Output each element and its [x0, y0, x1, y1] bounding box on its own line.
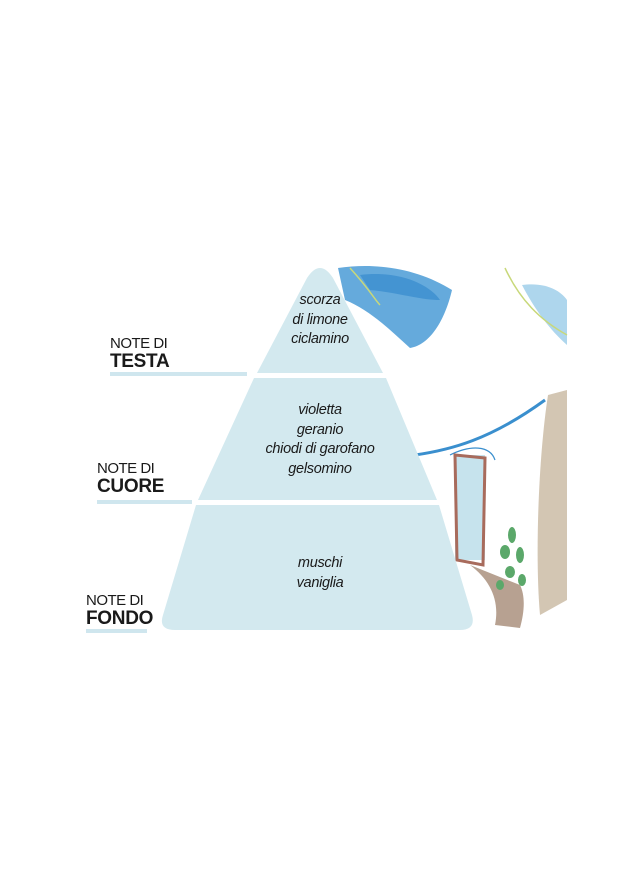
underline-base — [86, 629, 147, 633]
underline-top — [110, 372, 247, 376]
level-label-top: NOTE DI TESTA — [110, 335, 170, 372]
pyramid-tier-middle — [198, 378, 437, 500]
level-prefix: NOTE DI — [110, 335, 168, 352]
underline-heart — [97, 500, 192, 504]
note-item: vaniglia — [296, 574, 344, 591]
level-prefix: NOTE DI — [86, 592, 144, 609]
pyramid — [161, 268, 473, 630]
level-name: CUORE — [97, 476, 165, 497]
note-item: gelsomino — [288, 460, 352, 477]
pyramid-tier-bottom — [161, 505, 473, 630]
level-name: TESTA — [110, 351, 170, 372]
notes-base: muschi vaniglia — [220, 554, 420, 593]
note-item: chiodi di garofano — [265, 441, 375, 457]
note-item: scorza — [299, 292, 341, 308]
watercolor-house-illustration — [338, 266, 568, 628]
note-item: di limone — [292, 311, 348, 328]
level-label-heart: NOTE DI CUORE — [97, 461, 164, 496]
note-item: muschi — [297, 555, 343, 571]
notes-heart: violetta geranio chiodi di garofano gels… — [220, 401, 420, 479]
level-name: FONDO — [86, 608, 154, 629]
level-label-base: NOTE DI FONDO — [86, 593, 153, 628]
pyramid-tier-top — [257, 268, 383, 373]
note-item: ciclamino — [291, 331, 349, 347]
level-prefix: NOTE DI — [97, 460, 155, 477]
note-item: geranio — [296, 421, 344, 438]
note-item: violetta — [298, 402, 342, 418]
notes-top: scorza di limone ciclamino — [220, 291, 420, 350]
